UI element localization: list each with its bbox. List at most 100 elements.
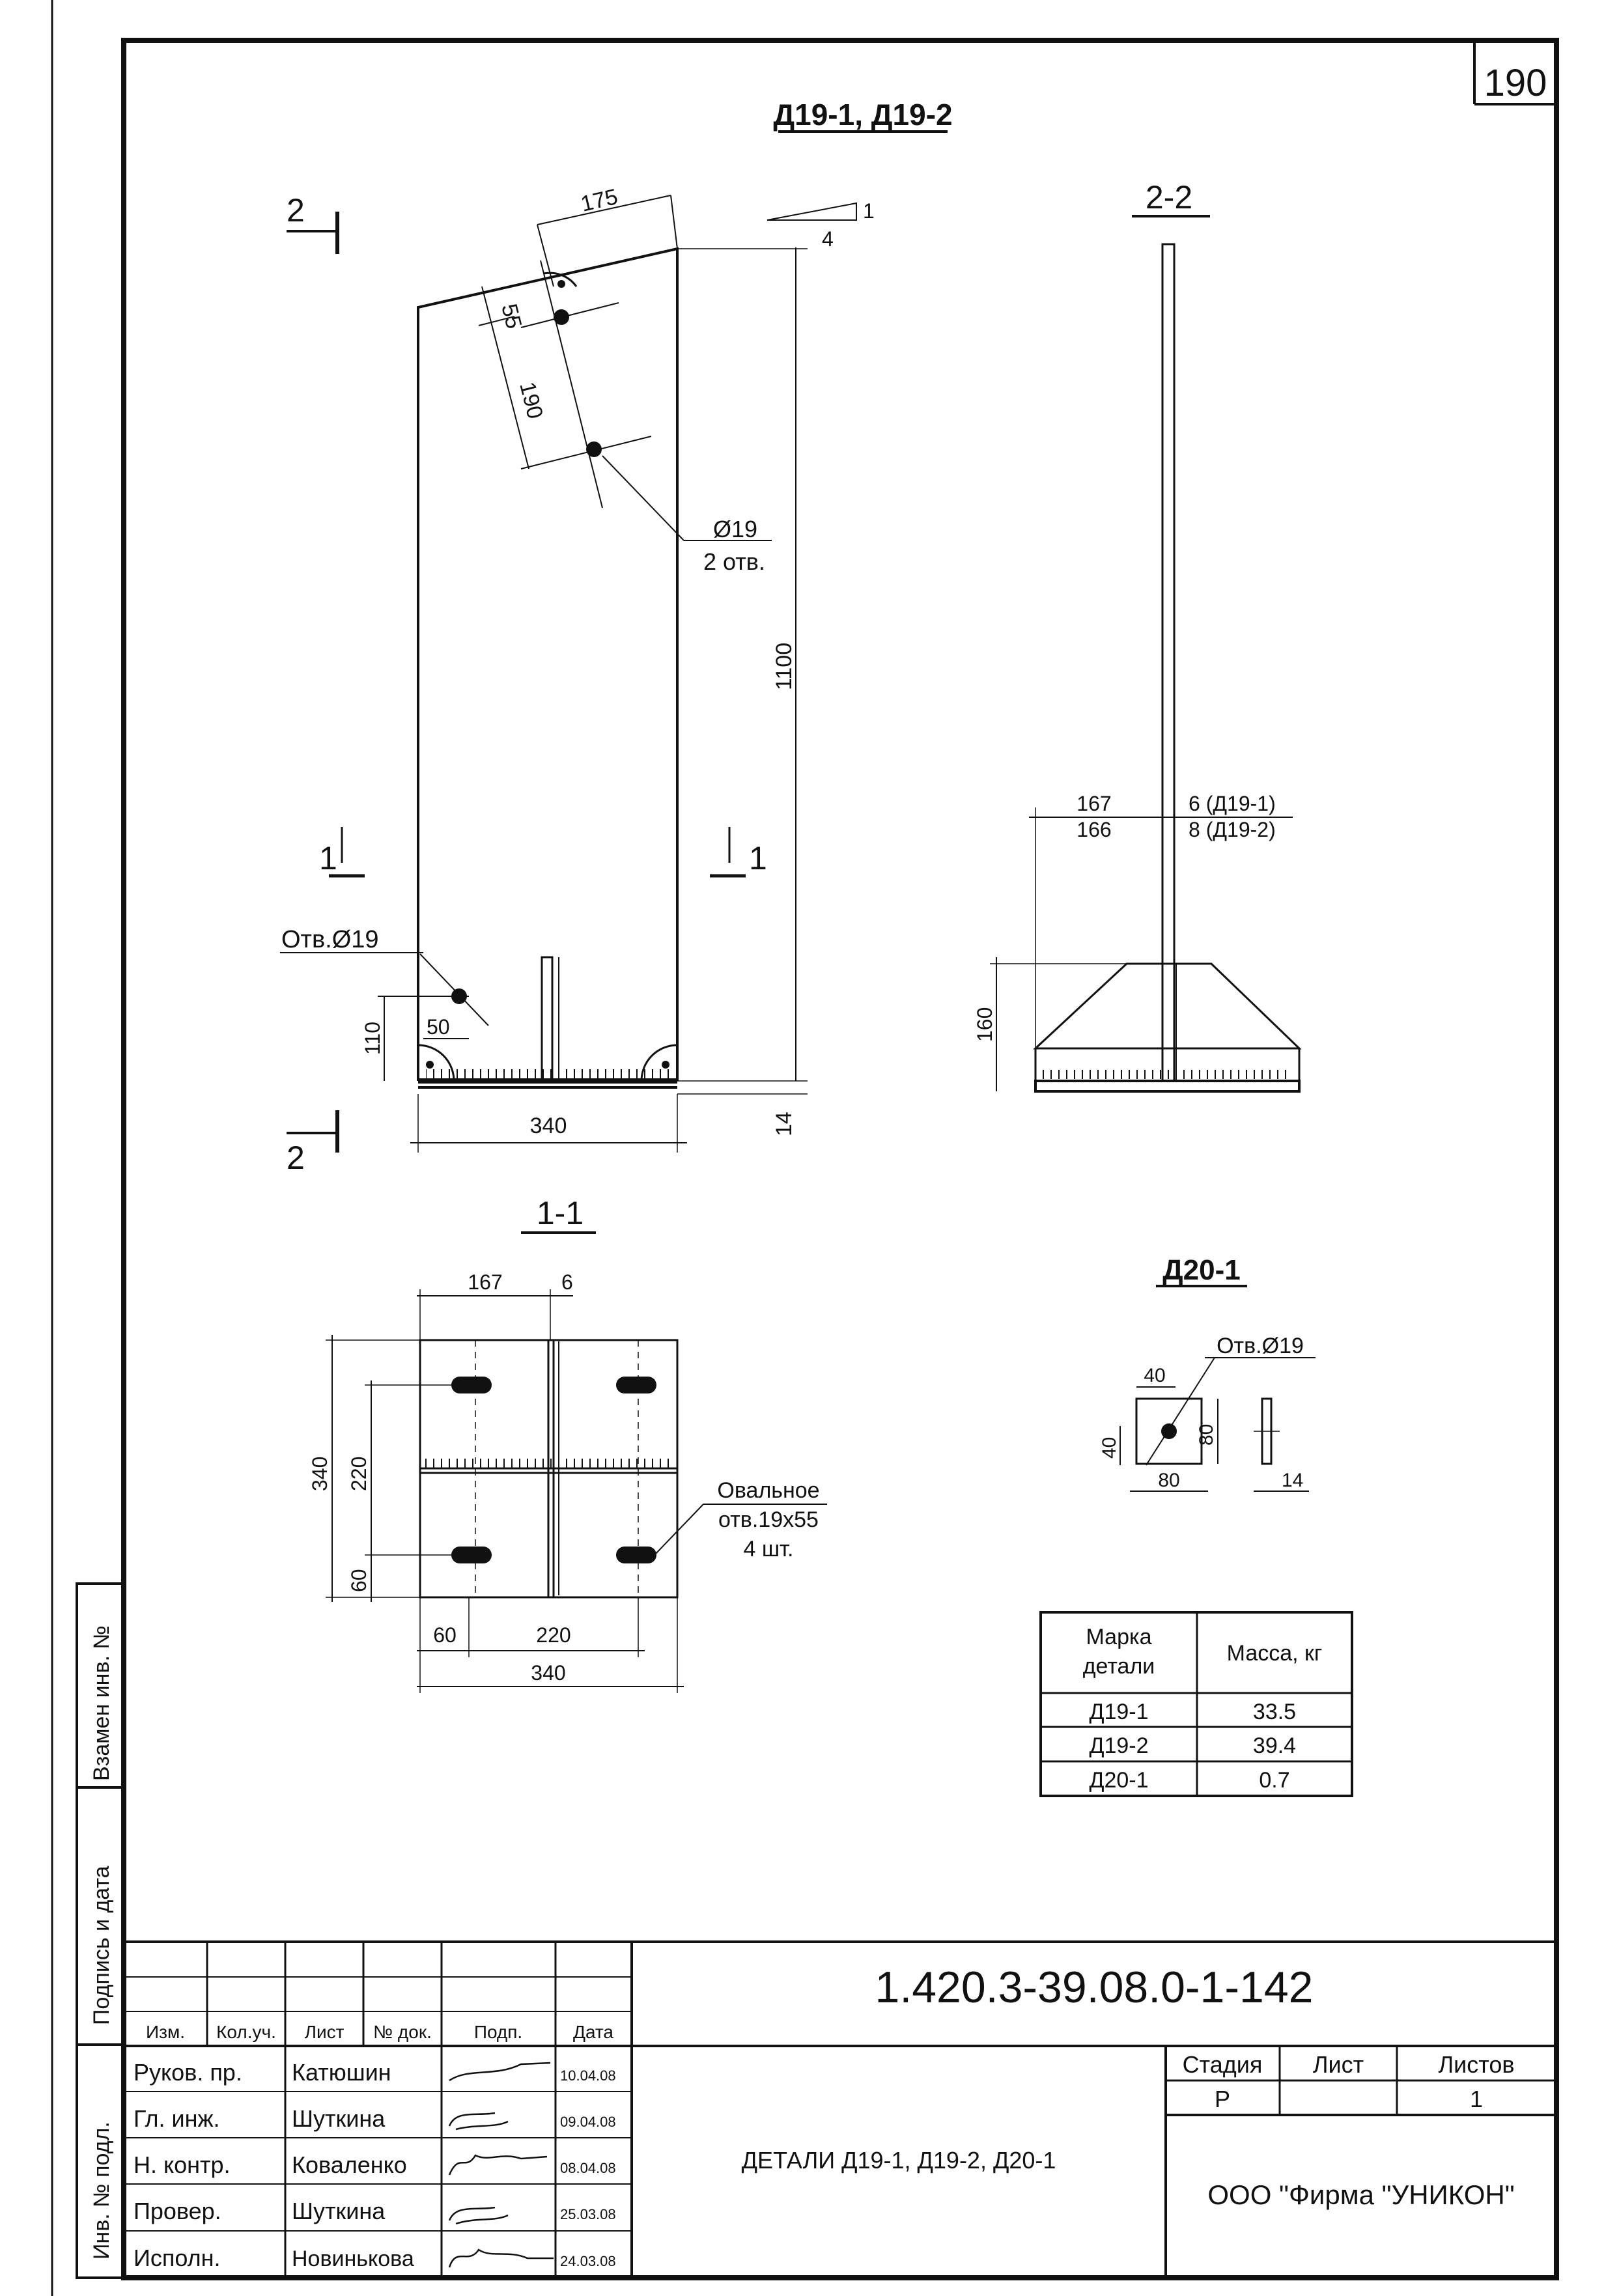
cut-1-left: 1 xyxy=(319,840,337,876)
sheet-label: Лист xyxy=(1313,2051,1364,2078)
section-1-1-view: 1-1 167 6 340 220 60 xyxy=(308,1195,827,1693)
cut-2-bottom: 2 xyxy=(287,1140,305,1176)
table-row-mass: 39.4 xyxy=(1253,1733,1296,1758)
side-stamp: Взамен инв. № Подпись и дата Инв. № подл… xyxy=(76,1582,125,2279)
tb-header: Кол.уч. xyxy=(216,2022,276,2042)
d20-dim-80h: 80 xyxy=(1158,1470,1179,1491)
tb-header: Лист xyxy=(305,2022,345,2042)
dim-340-bottom: 340 xyxy=(530,1113,567,1138)
side-vzamen: Взамен инв. № xyxy=(89,1625,114,1781)
section-22-title: 2-2 xyxy=(1146,179,1192,216)
s11-dim-220h: 220 xyxy=(536,1623,570,1647)
dim-14-side: 14 xyxy=(772,1112,796,1136)
tb-date: 25.03.08 xyxy=(560,2206,616,2222)
dim-1100: 1100 xyxy=(772,643,796,690)
tb-name: Катюшин xyxy=(292,2059,391,2086)
tb-date: 08.04.08 xyxy=(560,2160,616,2176)
table-header-mark-2: детали xyxy=(1083,1654,1155,1679)
tb-date: 09.04.08 xyxy=(560,2114,616,2130)
oval-label-1: Овальное xyxy=(717,1478,819,1503)
section-2-2-view: 2-2 167 166 6 (Д19-1) 8 (Д19-2) 160 xyxy=(973,179,1302,1093)
d20-hole-label: Отв.Ø19 xyxy=(1217,1334,1304,1358)
d20-view: Д20-1 Отв.Ø19 40 40 80 80 14 xyxy=(1099,1254,1316,1492)
document-code: 1.420.3-39.08.0-1-142 xyxy=(875,1963,1314,2012)
tb-role: Гл. инж. xyxy=(134,2105,220,2132)
stage-value: Р xyxy=(1215,2086,1230,2112)
tb-name: Шуткина xyxy=(292,2105,386,2132)
sheet-number: 190 xyxy=(1484,62,1547,104)
sheets-label: Листов xyxy=(1439,2051,1515,2078)
tb-role: Провер. xyxy=(134,2198,221,2224)
tb-header: № док. xyxy=(373,2022,432,2042)
d20-dim-40b: 40 xyxy=(1099,1437,1120,1459)
dim-thickness-d192: 8 (Д19-2) xyxy=(1189,818,1276,841)
dim-110: 110 xyxy=(361,1022,384,1055)
signatures xyxy=(448,2062,554,2268)
section-11-title: 1-1 xyxy=(537,1195,584,1231)
slope-1: 1 xyxy=(863,199,875,223)
table-row-mark: Д20-1 xyxy=(1089,1768,1148,1793)
tb-header: Дата xyxy=(573,2022,613,2042)
oval-label-2: отв.19x55 xyxy=(718,1507,819,1532)
dim-167: 167 xyxy=(1077,792,1111,815)
oval-hole-3 xyxy=(451,1547,492,1563)
s11-dim-6: 6 xyxy=(561,1270,573,1294)
hole-lower xyxy=(586,441,602,457)
table-header-mass: Масса, кг xyxy=(1227,1641,1323,1666)
hole-diameter-label: Ø19 xyxy=(713,516,757,542)
table-header-mark-1: Марка xyxy=(1086,1625,1151,1649)
table-row-mass: 33.5 xyxy=(1253,1700,1296,1724)
d19-plate-view: 55 190 175 1 4 Ø19 2 отв. 1100 14 Отв.Ø1… xyxy=(280,184,875,1176)
tb-role: Н. контр. xyxy=(134,2151,231,2178)
tb-name: Коваленко xyxy=(292,2151,407,2178)
d20-title: Д20-1 xyxy=(1162,1254,1240,1286)
dim-160: 160 xyxy=(973,1007,996,1042)
d20-dim-80v: 80 xyxy=(1196,1424,1217,1446)
tb-header: Изм. xyxy=(146,2022,185,2042)
s11-dim-220v: 220 xyxy=(347,1457,371,1491)
table-row-mark: Д19-2 xyxy=(1089,1733,1148,1758)
tb-role: Руков. пр. xyxy=(134,2059,242,2086)
cut-2-top: 2 xyxy=(287,192,305,229)
tb-header: Подп. xyxy=(474,2022,522,2042)
tb-name: Новинькова xyxy=(292,2247,414,2271)
oval-hole-1 xyxy=(451,1377,492,1393)
d20-dim-14: 14 xyxy=(1282,1470,1303,1491)
sheet-number-box: 190 xyxy=(1473,40,1556,105)
dim-190: 190 xyxy=(514,380,548,421)
sheet-frame xyxy=(121,38,1559,2280)
tb-date: 10.04.08 xyxy=(560,2067,616,2084)
s11-dim-340h: 340 xyxy=(531,1661,565,1685)
tb-name: Шуткина xyxy=(292,2198,386,2224)
s11-dim-340v: 340 xyxy=(308,1457,331,1491)
stage-label: Стадия xyxy=(1183,2051,1263,2078)
table-row-mark: Д19-1 xyxy=(1089,1700,1148,1724)
dim-50: 50 xyxy=(427,1015,450,1039)
s11-dim-167: 167 xyxy=(468,1270,502,1294)
s11-dim-60v: 60 xyxy=(347,1569,371,1592)
table-row-mass: 0.7 xyxy=(1259,1768,1289,1793)
dim-175: 175 xyxy=(578,184,620,217)
mass-table: Марка детали Масса, кг Д19-1 33.5 Д19-2 … xyxy=(1039,1611,1353,1797)
sheets-value: 1 xyxy=(1470,2086,1483,2112)
holes-count-label: 2 отв. xyxy=(703,548,765,575)
slope-4: 4 xyxy=(822,227,834,251)
tb-date: 24.03.08 xyxy=(560,2253,616,2269)
d19-title: Д19-1, Д19-2 xyxy=(773,98,952,132)
title-block: Изм. Кол.уч. Лист № док. Подп. Дата Руко… xyxy=(124,1940,1556,2278)
bottom-hole-label: Отв.Ø19 xyxy=(281,926,379,953)
tb-role: Исполн. xyxy=(134,2245,221,2271)
cut-1-right: 1 xyxy=(749,840,767,876)
oval-hole-4 xyxy=(616,1547,656,1563)
dim-55: 55 xyxy=(496,301,526,331)
oval-hole-2 xyxy=(616,1377,656,1393)
oval-label-3: 4 шт. xyxy=(744,1537,794,1561)
document-description: ДЕТАЛИ Д19-1, Д19-2, Д20-1 xyxy=(742,2147,1056,2174)
dim-166: 166 xyxy=(1077,818,1111,841)
side-inv: Инв. № подл. xyxy=(89,2121,114,2260)
d20-dim-40a: 40 xyxy=(1144,1365,1165,1386)
s11-dim-60h: 60 xyxy=(433,1623,457,1647)
company-name: ООО "Фирма "УНИКОН" xyxy=(1207,2179,1514,2210)
side-podpis: Подпись и дата xyxy=(89,1866,114,2025)
